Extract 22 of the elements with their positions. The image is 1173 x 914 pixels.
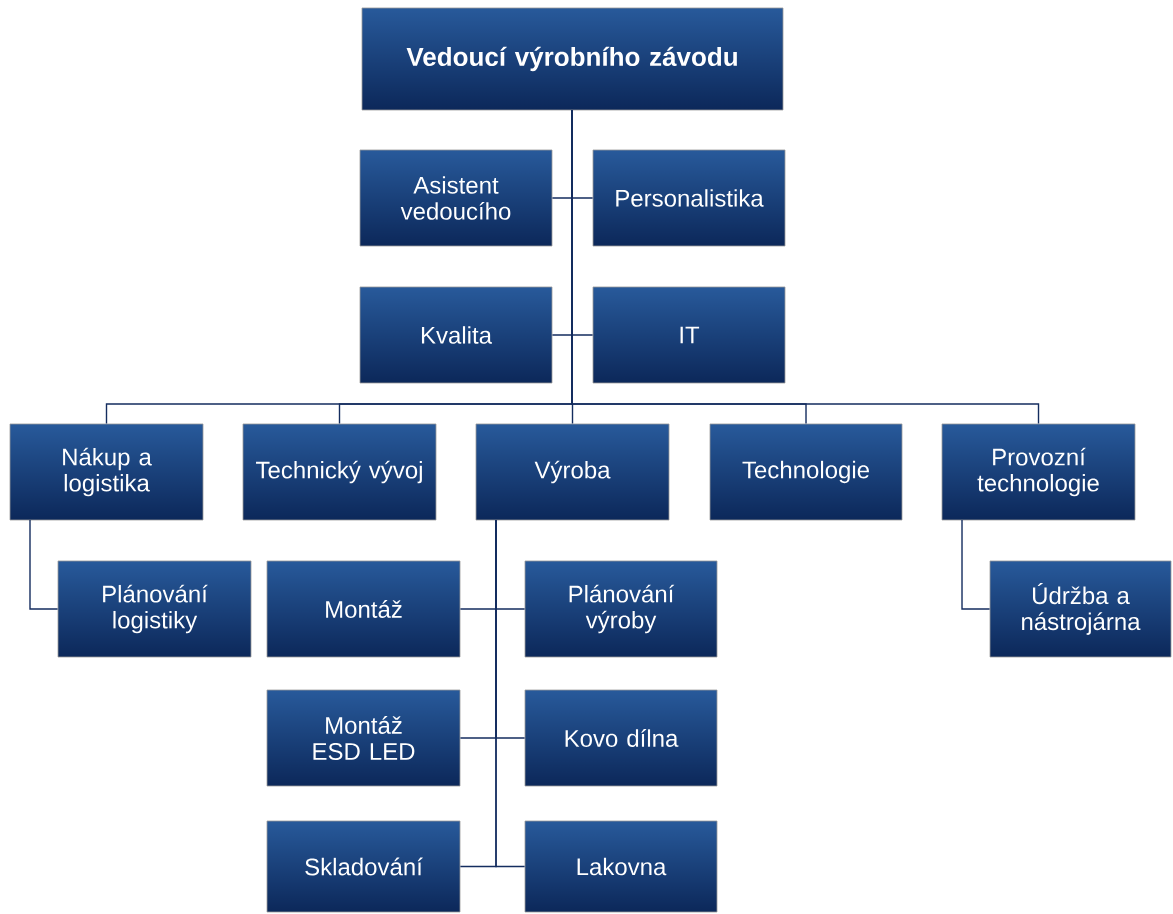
org-box: IT bbox=[592, 286, 786, 384]
org-box: Údržba a nástrojárna bbox=[989, 560, 1172, 658]
connector-line bbox=[495, 519, 526, 868]
org-box: Montáž bbox=[266, 560, 461, 658]
connector-line bbox=[29, 519, 59, 610]
org-box: Kovo dílna bbox=[524, 689, 718, 787]
org-box: Skladování bbox=[266, 820, 461, 913]
org-box: Plánování výroby bbox=[524, 560, 718, 658]
title-box: Vedoucí výrobního závodu bbox=[361, 7, 784, 111]
org-box: Provozní technologie bbox=[941, 423, 1136, 521]
org-box: Plánování logistiky bbox=[57, 560, 252, 658]
org-box: Kvalita bbox=[359, 286, 553, 384]
org-box: Technologie bbox=[709, 423, 903, 521]
org-box: Výroba bbox=[475, 423, 670, 521]
org-box: Asistent vedoucího bbox=[359, 149, 553, 247]
org-box: Montáž ESD LED bbox=[266, 689, 461, 787]
org-box: Personalistika bbox=[592, 149, 786, 247]
org-box: Lakovna bbox=[524, 820, 718, 913]
org-box: Technický vývoj bbox=[242, 423, 437, 521]
org-box: Nákup a logistika bbox=[9, 423, 204, 521]
connector-line bbox=[571, 109, 1040, 425]
connector-line bbox=[961, 519, 991, 610]
